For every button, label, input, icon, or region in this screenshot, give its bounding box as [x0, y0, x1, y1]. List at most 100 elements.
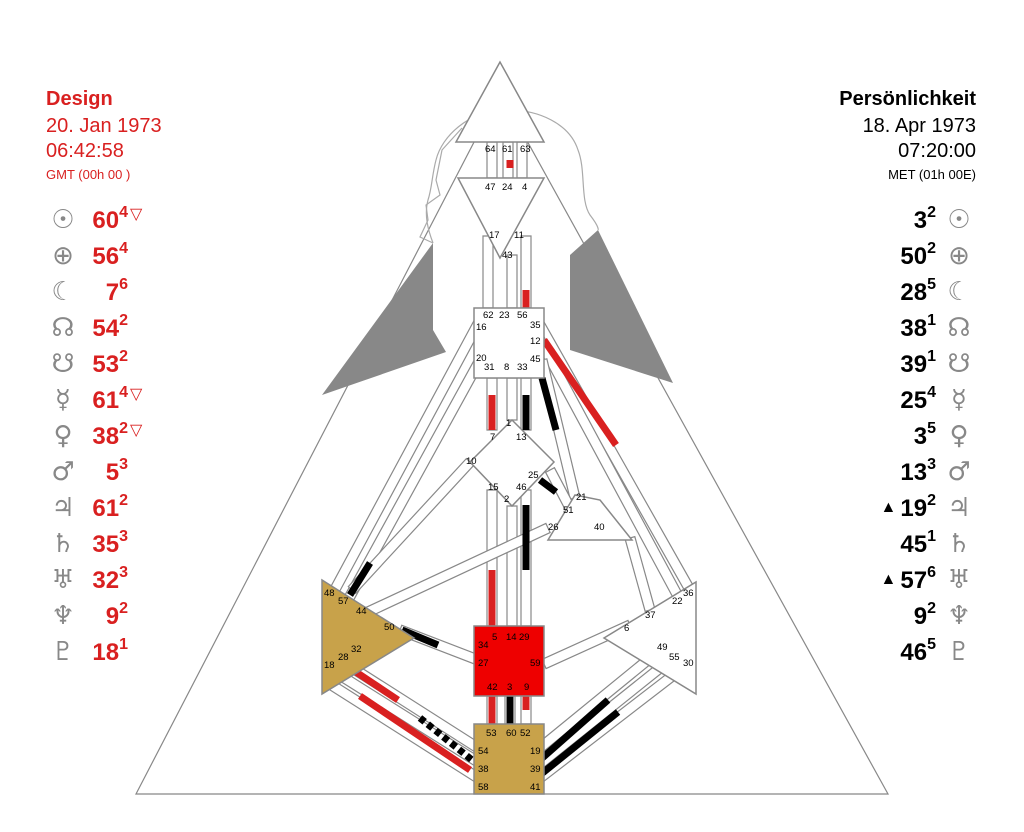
line-value: 2 [927, 203, 936, 221]
line-value: 2 [119, 419, 128, 437]
gate-number: 381 [900, 312, 936, 343]
channel-activation [417, 715, 475, 763]
design-activation-row: ♂53 [46, 455, 196, 489]
uranus-icon: ♅ [51, 565, 75, 595]
gate-value: 56 [92, 242, 120, 270]
channel [536, 665, 684, 783]
design-activation-row: ☿614▽ [46, 383, 196, 417]
gate-value: 61 [92, 494, 120, 522]
channel-activation [537, 477, 559, 495]
gate-number: 92 [914, 599, 936, 631]
mercury-icon: ☿ [951, 385, 967, 415]
design-date: 20. Jan 1973 [46, 115, 162, 137]
personality-activation-row: ▲576♅ [826, 563, 976, 597]
gate-label-62: 62 [483, 310, 494, 321]
gate-number: 391 [900, 347, 936, 379]
gate-label-6: 6 [624, 623, 629, 634]
mars-icon: ♂ [51, 457, 75, 487]
earth-icon: ⊕ [948, 241, 970, 271]
personality-activation-row: 381☊ [826, 311, 976, 345]
channel-activation [347, 561, 373, 597]
exalted-marker-icon: ▽ [130, 206, 143, 223]
line-value: 2 [927, 599, 936, 617]
gate-label-49: 49 [657, 642, 668, 653]
line-value: 3 [119, 563, 128, 581]
design-activation-row: ☊542 [46, 311, 196, 345]
gate-label-24: 24 [502, 182, 513, 193]
gate-number: 502 [900, 240, 936, 271]
gate-label-20: 20 [476, 353, 487, 364]
personality-activation-row: 35♀ [826, 419, 976, 453]
gate-label-16: 16 [476, 322, 487, 333]
mercury-icon: ☿ [55, 385, 71, 415]
gate-label-45: 45 [530, 354, 541, 365]
ajna-center [456, 177, 546, 260]
gate-value: 9 [105, 602, 120, 630]
gate-label-51: 51 [563, 505, 574, 516]
gate-label-37: 37 [645, 610, 656, 621]
personality-activation-row: 391 ☋ [826, 347, 976, 381]
gate-label-39: 39 [530, 764, 541, 775]
head-outline-shape [419, 127, 463, 244]
gate-value: 25 [900, 386, 928, 414]
line-value: 5 [927, 419, 936, 437]
line-value: 4 [119, 383, 128, 401]
line-value: 1 [927, 527, 936, 545]
exalted-marker-icon: ▽ [130, 422, 143, 439]
gate-number: 614 [84, 383, 128, 415]
gate-value: 45 [900, 530, 928, 558]
design-time: 06:42:58 [46, 140, 124, 162]
design-activation-row: ♆92 [46, 599, 196, 633]
channel [536, 655, 674, 769]
line-value: 1 [927, 347, 936, 365]
gate-number: 76 [84, 276, 128, 307]
gate-number: 612 [84, 491, 128, 523]
gate-label-50: 50 [384, 622, 395, 633]
channel-activation [537, 709, 621, 778]
line-value: 4 [119, 203, 128, 221]
design-zone: GMT (00h 00 ) [46, 167, 131, 182]
channel-activation [538, 377, 560, 431]
gate-label-18: 18 [324, 660, 335, 671]
gate-value: 53 [92, 350, 120, 378]
gate-number: 451 [900, 527, 936, 559]
gate-label-55: 55 [669, 652, 680, 663]
gate-label-19: 19 [530, 746, 541, 757]
gate-value: 38 [900, 314, 928, 342]
personality-title: Persönlichkeit [839, 88, 976, 110]
gate-label-33: 33 [517, 362, 528, 373]
channel [482, 235, 494, 309]
root-center [473, 723, 545, 795]
design-activation-row: ⊕564 [46, 239, 196, 273]
gate-label-58: 58 [478, 782, 489, 793]
gate-label-31: 31 [484, 362, 495, 373]
gate-label-47: 47 [485, 182, 496, 193]
personality-time: 07:20:00 [898, 140, 976, 162]
gate-label-48: 48 [324, 588, 335, 599]
gate-label-28: 28 [338, 652, 349, 663]
personality-activation-row: 254☿ [826, 383, 976, 417]
gate-value: 18 [92, 638, 120, 666]
gate-value: 19 [900, 494, 928, 522]
line-value: 2 [119, 491, 128, 509]
channel-activation [541, 338, 619, 447]
gate-value: 3 [913, 422, 928, 450]
throat-center [473, 307, 545, 379]
sun-icon: ☉ [947, 205, 971, 235]
personality-activation-row: 502 ⊕ [826, 239, 976, 273]
gate-label-2: 2 [504, 494, 509, 505]
line-value: 2 [119, 599, 128, 617]
gate-number: 465 [900, 636, 936, 667]
line-value: 2 [927, 491, 936, 509]
gate-label-9: 9 [524, 682, 529, 693]
channel-activation [537, 697, 611, 763]
gate-label-35: 35 [530, 320, 541, 331]
gate-number: 604 [84, 203, 128, 235]
gate-label-52: 52 [520, 728, 531, 739]
personality-activation-row: 92♆ [826, 599, 976, 633]
gate-label-34: 34 [478, 640, 489, 651]
south-node-icon: ☋ [947, 349, 971, 379]
channel-activation [348, 665, 400, 703]
gate-label-3: 3 [507, 682, 512, 693]
